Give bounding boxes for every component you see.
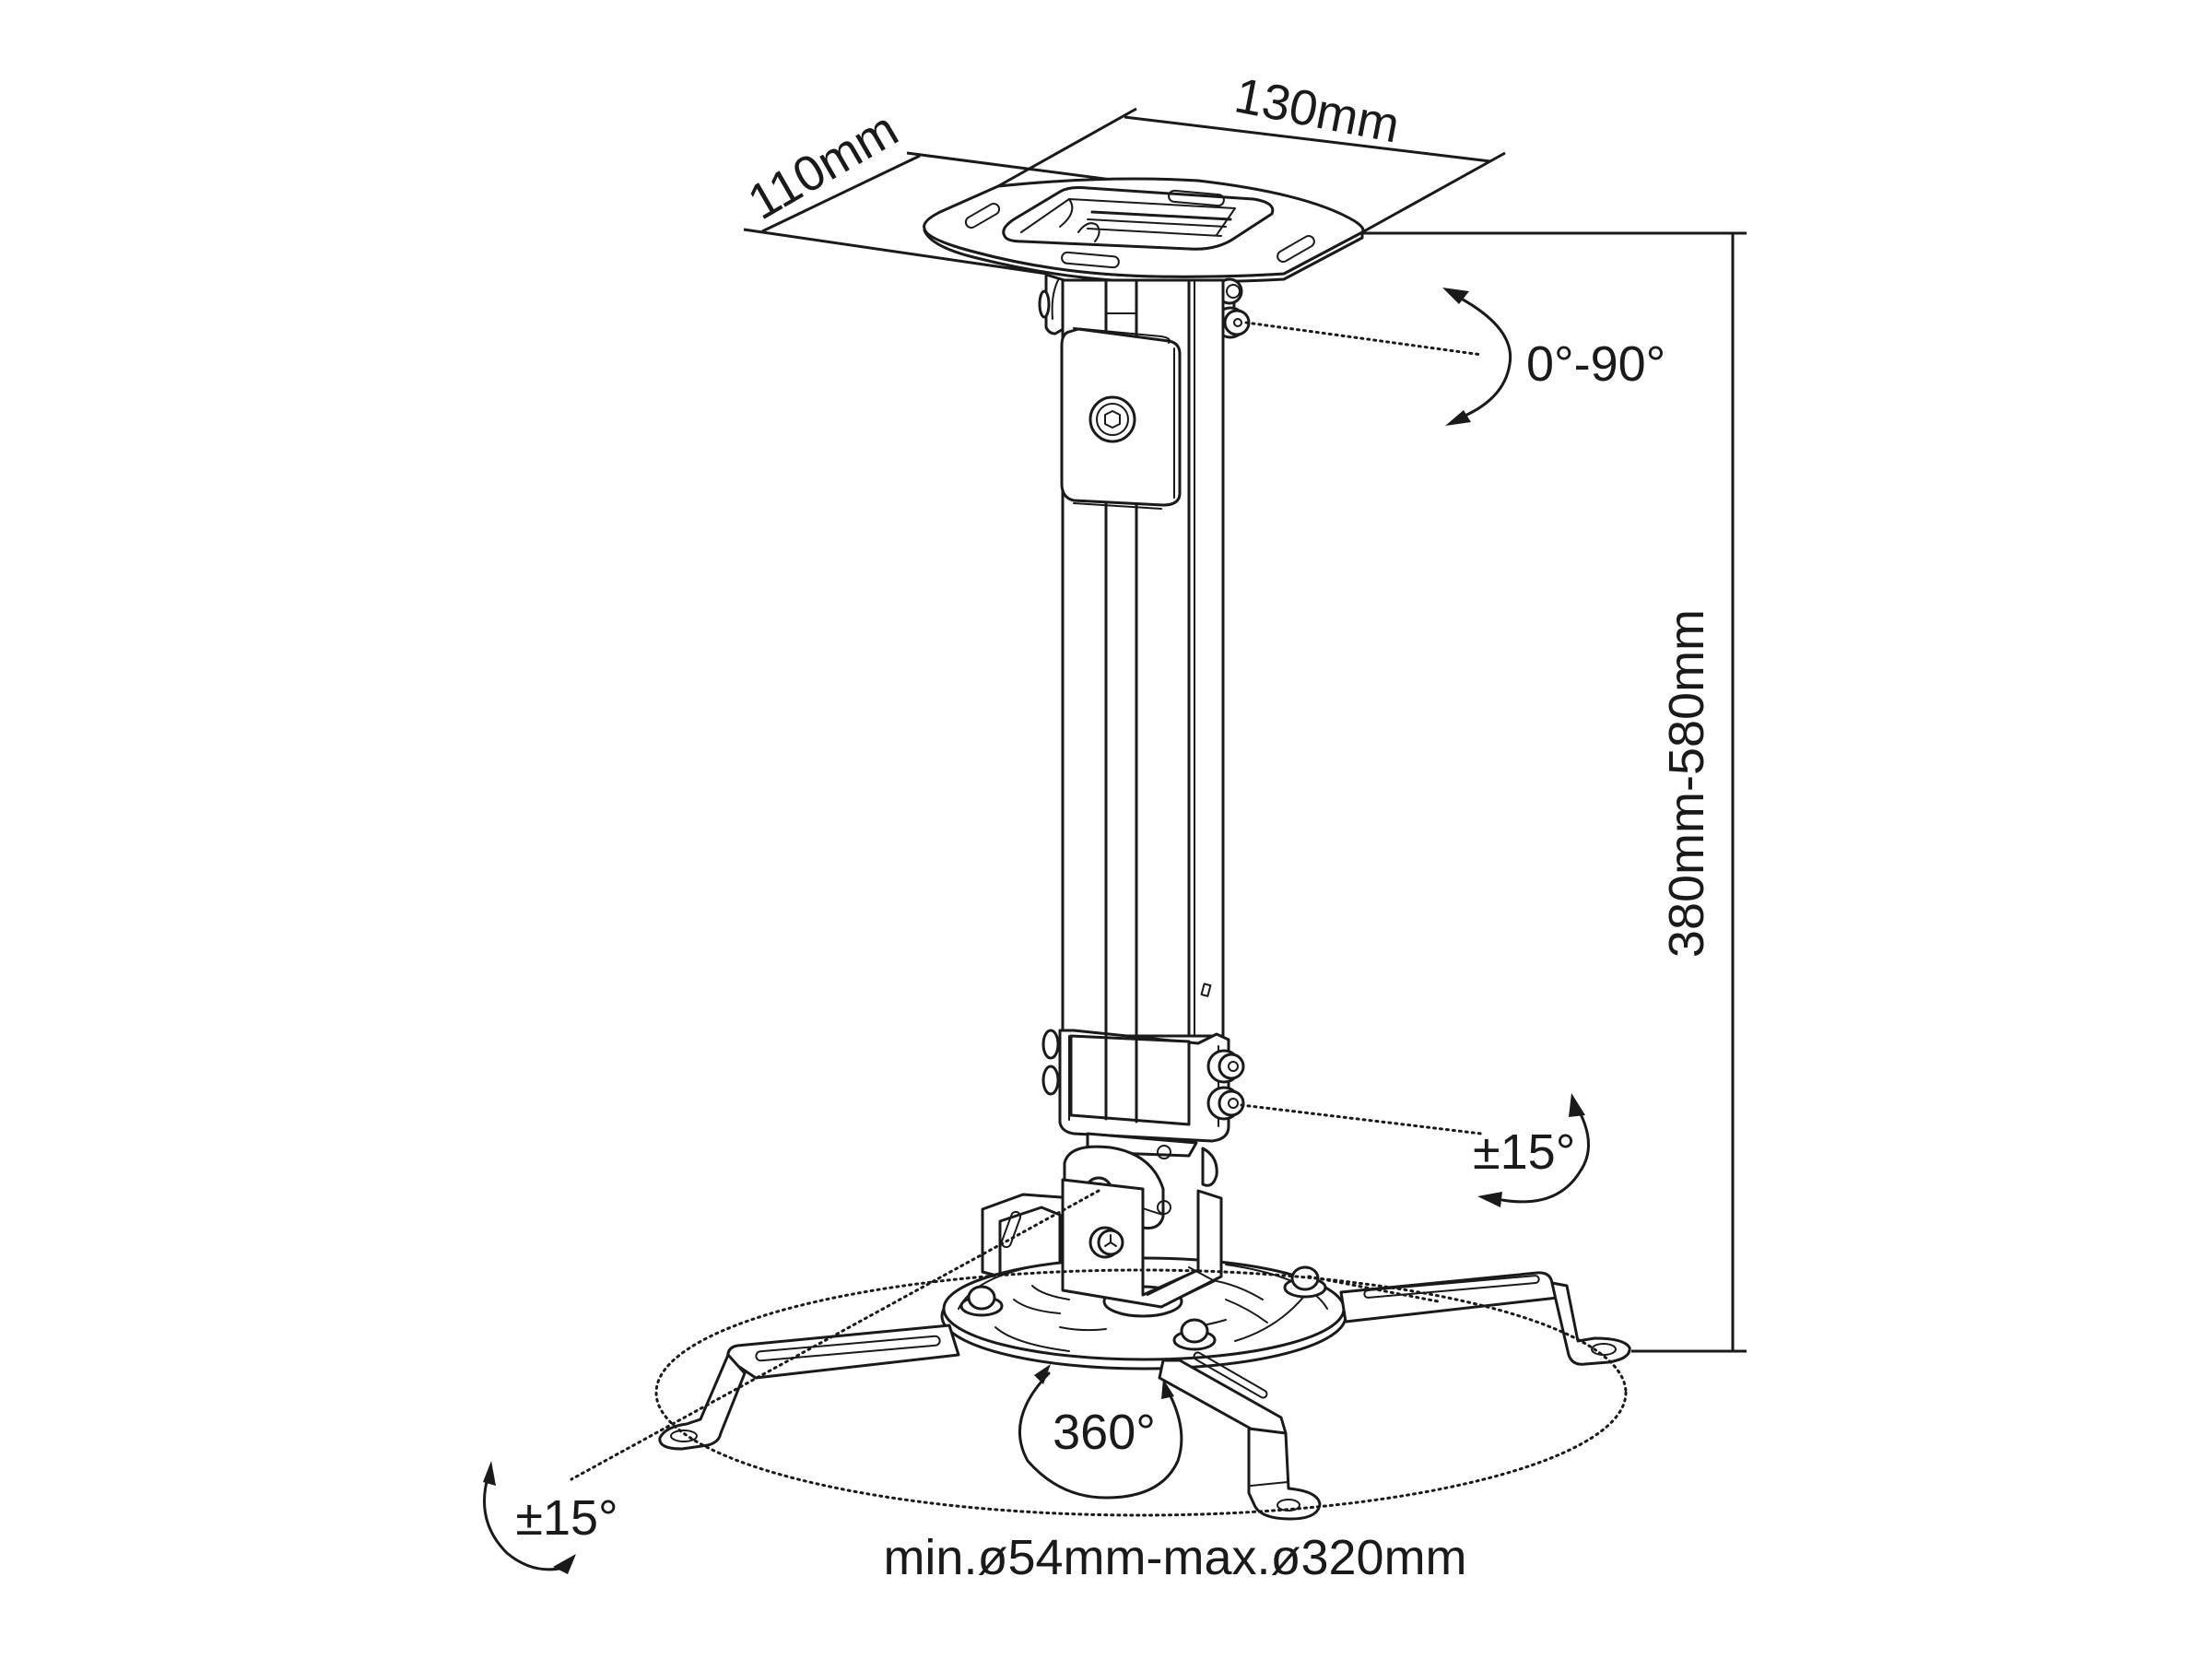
lower-tilt-label: ±15° bbox=[1473, 1124, 1576, 1180]
joint-knob-bottom bbox=[1206, 1086, 1245, 1121]
reference-dotted-lines bbox=[570, 321, 1628, 1517]
pole-clamp bbox=[1060, 327, 1182, 510]
joint-knob-top bbox=[1206, 1049, 1245, 1084]
tilt-arrow-top bbox=[1442, 288, 1512, 426]
rotation-label: 360° bbox=[1053, 1405, 1156, 1460]
mount-arms bbox=[658, 1271, 1631, 1521]
ceiling-plate bbox=[923, 177, 1365, 284]
bracket-bolt bbox=[1088, 1226, 1124, 1259]
clamp-bolt bbox=[1088, 395, 1136, 443]
swivel-arrow bbox=[483, 1461, 576, 1574]
front-arm bbox=[1158, 1351, 1322, 1521]
swivel-label: ±15° bbox=[515, 1490, 618, 1546]
tilt-range-label: 0°-90° bbox=[1526, 336, 1666, 392]
height-dimension-lines bbox=[1362, 231, 1747, 1353]
plate-dimension-lines bbox=[743, 107, 1506, 276]
tilt-arrow-lower bbox=[1477, 1093, 1590, 1207]
height-range-label: 380mm-580mm bbox=[1659, 608, 1714, 959]
bracket-range-label: min.ø54mm-max.ø320mm bbox=[883, 1530, 1467, 1585]
plate-slots-curved bbox=[994, 1280, 1310, 1352]
left-arm bbox=[658, 1324, 960, 1451]
mount-head bbox=[940, 1178, 1347, 1371]
rotation-arrow bbox=[1018, 1364, 1183, 1500]
plate-slots bbox=[964, 189, 1315, 269]
